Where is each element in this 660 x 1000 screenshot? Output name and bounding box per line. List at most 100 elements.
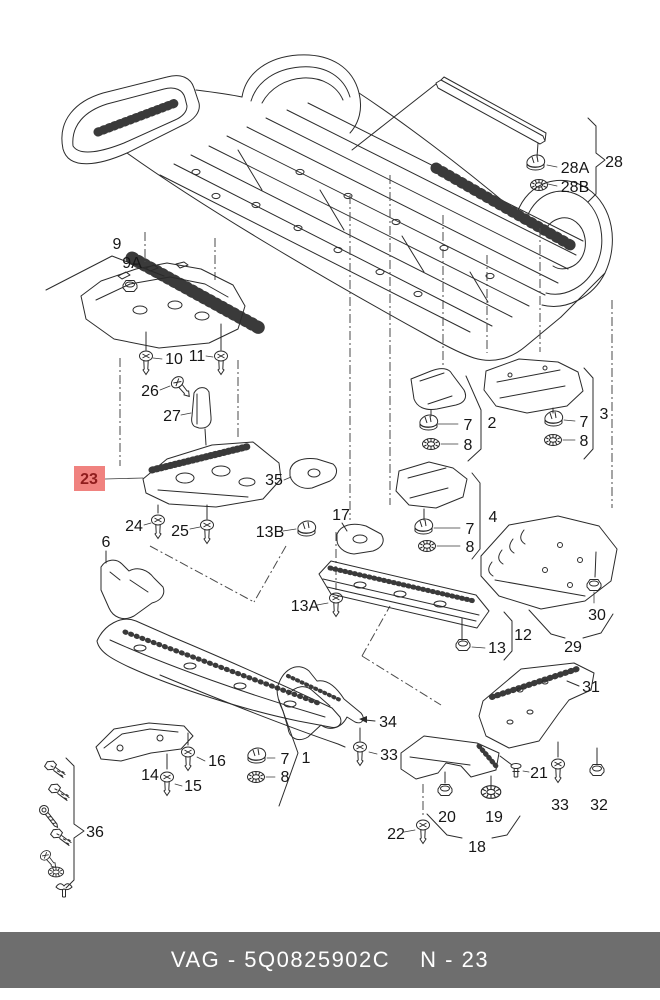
callout-34[interactable]: 34 (379, 714, 397, 731)
part-18-panel (400, 735, 513, 788)
part-31-panel (478, 662, 598, 765)
callout-17[interactable]: 17 (332, 507, 350, 524)
callout-28b[interactable]: 28B (561, 179, 589, 196)
clip-icon-13b (297, 520, 317, 537)
screw-icon-26 (168, 373, 195, 402)
clip-icon-7c (414, 518, 434, 535)
catalog-code: VAG - 5Q0825902C (170, 947, 391, 972)
callout-31[interactable]: 31 (582, 679, 600, 696)
highlighted-position-23[interactable]: 23 (74, 466, 105, 491)
callout-27[interactable]: 27 (163, 408, 181, 425)
callout-4[interactable]: 4 (489, 509, 498, 526)
callout-28[interactable]: 28 (605, 154, 623, 171)
callout-16[interactable]: 16 (208, 753, 226, 770)
callout-13a[interactable]: 13A (291, 598, 320, 615)
part-4-bracket (395, 461, 468, 521)
callout-8c[interactable]: 8 (466, 539, 475, 556)
part-17-cover (336, 522, 384, 555)
washer-icon-8b (544, 434, 562, 446)
callout-22[interactable]: 22 (387, 826, 405, 843)
callout-8d[interactable]: 8 (281, 769, 290, 786)
screw-icon-16 (181, 746, 195, 771)
callout-8b[interactable]: 8 (580, 433, 589, 450)
clip-icon-30 (586, 579, 602, 591)
part-2-duct (410, 368, 467, 417)
callout-14[interactable]: 14 (141, 767, 159, 784)
callout-33b[interactable]: 33 (551, 797, 569, 814)
callout-15[interactable]: 15 (184, 778, 202, 795)
callout-26[interactable]: 26 (141, 383, 159, 400)
clip-icon-7d (247, 747, 267, 764)
part-35-bracket (289, 458, 338, 489)
callout-28a[interactable]: 28A (561, 160, 590, 177)
part-28-rail (351, 76, 547, 158)
callout-7c[interactable]: 7 (466, 521, 475, 538)
hex-bolt-icon-36b (47, 781, 71, 805)
star-clip-icon-36f (47, 866, 65, 878)
callout-7a[interactable]: 7 (464, 417, 473, 434)
page-code: N - 23 (420, 947, 490, 972)
screw-icon-22 (416, 819, 430, 844)
callout-11[interactable]: 11 (189, 348, 206, 365)
callout-30[interactable]: 30 (588, 607, 606, 624)
part-3-panel (483, 358, 584, 414)
screw-icon-11 (214, 350, 228, 375)
callout-12[interactable]: 12 (514, 627, 532, 644)
screw-icon-15 (160, 771, 174, 796)
part-12-crossmember (318, 560, 490, 641)
part-23-skid-plate[interactable] (142, 441, 282, 520)
screw-icon-33a (353, 741, 367, 766)
callout-6[interactable]: 6 (102, 534, 111, 551)
push-pin-icon-21 (510, 763, 522, 778)
clip-icon-28a (526, 154, 546, 171)
reference-lines (119, 175, 613, 818)
callout-7d[interactable]: 7 (281, 751, 290, 768)
callout-35[interactable]: 35 (265, 472, 283, 489)
callout-25[interactable]: 25 (171, 523, 189, 540)
washer-icon-8c (418, 540, 436, 552)
screw-icon-24 (151, 514, 165, 539)
part-1-sill-trim (276, 666, 376, 742)
car-underbody-drawing (61, 54, 613, 361)
screw-icon-33b (551, 758, 565, 783)
callout-3[interactable]: 3 (600, 406, 609, 423)
callout-1[interactable]: 1 (302, 750, 311, 767)
callout-19[interactable]: 19 (485, 809, 503, 826)
washer-icon-8d (247, 771, 265, 783)
callout-10[interactable]: 10 (165, 351, 183, 368)
washer-icon-8a (422, 438, 440, 450)
callout-13[interactable]: 13 (488, 640, 506, 657)
callout-33a[interactable]: 33 (380, 747, 398, 764)
callout-23[interactable]: 23 (80, 471, 98, 488)
callout-29[interactable]: 29 (564, 639, 582, 656)
callout-9a[interactable]: 9A (122, 255, 142, 272)
part-6-deflector (100, 550, 165, 620)
part-14-bracket (95, 722, 194, 770)
callout-18[interactable]: 18 (468, 839, 486, 856)
callout-labels: 9 9A 10 11 26 27 24 25 35 13B 17 2 7 8 3… (86, 154, 623, 856)
washer-icon-28b (530, 179, 548, 191)
part-9-skid-plate (80, 261, 246, 351)
callout-21[interactable]: 21 (530, 765, 548, 782)
callout-24[interactable]: 24 (125, 518, 143, 535)
callout-7b[interactable]: 7 (580, 414, 589, 431)
wing-bolt-icon-36g (55, 883, 73, 898)
callout-32[interactable]: 32 (590, 797, 608, 814)
nut-icon-20 (437, 784, 453, 796)
callout-9[interactable]: 9 (113, 236, 122, 253)
clip-icon-7a (419, 414, 439, 431)
callout-20[interactable]: 20 (438, 809, 456, 826)
washer-icon-19 (480, 785, 502, 799)
long-screw-icon-36c (37, 803, 62, 831)
label-leader-lines (104, 164, 595, 833)
callout-36[interactable]: 36 (86, 824, 104, 841)
part-29-panel (480, 515, 618, 610)
highlight-box[interactable] (74, 466, 105, 491)
callout-8a[interactable]: 8 (464, 437, 473, 454)
screw-icon-10 (139, 350, 153, 375)
part-rocker-sill-panel (96, 618, 346, 748)
hex-bolt-icon-36a (43, 758, 67, 782)
callout-13b[interactable]: 13B (256, 524, 284, 541)
callout-2[interactable]: 2 (488, 415, 497, 432)
